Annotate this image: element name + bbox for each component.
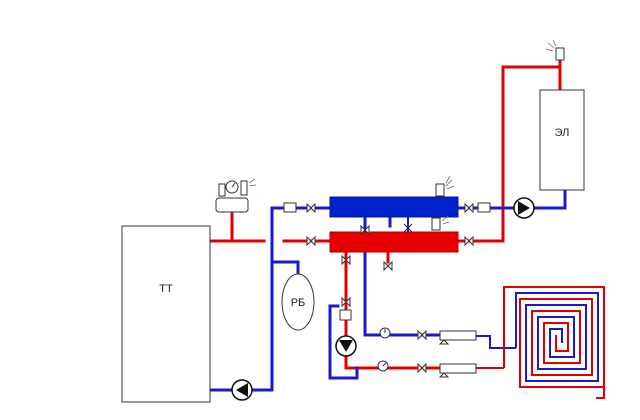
strainer-icon: [339, 309, 352, 321]
expansion-tank-label: РБ: [291, 297, 306, 309]
electric-boiler-body: [539, 89, 585, 191]
air-vent-icon: [240, 180, 248, 196]
air-vent-icon: [435, 183, 445, 197]
hot-collector-to-electric-boiler-pipe: [458, 56, 562, 243]
safety-valve-icon: [218, 183, 226, 197]
ball-valve-icon: [464, 202, 474, 214]
manifold-body: [439, 363, 477, 374]
floor-heating-coil: [503, 286, 605, 399]
safety-group-base: [215, 197, 249, 213]
pump-solid-fuel-return: [231, 379, 253, 401]
ball-valve-icon: [360, 224, 370, 236]
ball-valve-icon: [464, 235, 474, 247]
safety-group: [215, 178, 257, 213]
mixing-hot-leg-pipe: [344, 318, 442, 370]
pipe-network: [208, 56, 567, 392]
strainer-icon: [283, 202, 297, 213]
air-vent-spray: [445, 175, 455, 190]
hot-collector-body: [329, 231, 459, 253]
hot-collector: [329, 231, 459, 253]
air-vent-spray: [248, 178, 257, 187]
solid-fuel-boiler: ТТ: [121, 225, 211, 403]
expansion-tank-branch-pipe: [270, 260, 300, 274]
solid-fuel-boiler-body: [121, 225, 211, 403]
floor-heating-coil-tail: [596, 387, 605, 399]
floor-heating-supply-manifold: [438, 363, 504, 378]
ball-valve-icon: [306, 235, 316, 247]
expansion-tank-body: [281, 273, 315, 331]
cold-collector-to-electric-boiler-pipe: [458, 188, 567, 210]
bypass-valve: [403, 217, 413, 233]
strainer-icon: [477, 202, 491, 213]
solid-fuel-boiler-label: ТТ: [159, 283, 173, 295]
air-vent-spray: [545, 39, 557, 52]
electric-boiler-label: ЭЛ: [555, 127, 570, 139]
mixing-loop-pipe: [328, 304, 359, 380]
thermometer-hot-line: [377, 360, 389, 372]
ball-valve-icon: [341, 296, 351, 308]
cold-collector-body: [329, 196, 459, 218]
air-vent-cold-collector: [435, 175, 455, 197]
three-way-valve-icon: [438, 339, 450, 345]
pump-mixing-loop: [335, 335, 357, 357]
cold-drop-to-mixing-pipe: [363, 214, 442, 337]
air-vent-hot-collector: [431, 215, 450, 231]
pump-arrow: [339, 340, 353, 352]
thermometer-needle: [382, 362, 387, 367]
pump-arrow: [236, 383, 248, 397]
floor-heating-coil-return: [515, 292, 599, 382]
ball-valves: [306, 202, 474, 374]
ball-valve-icon: [417, 362, 427, 374]
air-vent-electric-boiler: [545, 39, 565, 61]
ball-valve-icon: [341, 254, 351, 266]
floor-heating-coil-icon: [503, 286, 605, 388]
cold-collector: [329, 196, 459, 218]
air-vent-icon: [431, 217, 441, 231]
electric-boiler: ЭЛ: [539, 89, 585, 191]
manifold-body: [439, 330, 477, 341]
three-way-valve-icon: [438, 372, 450, 378]
pump-electric-boiler: [513, 197, 535, 219]
ball-valve-icon: [306, 202, 316, 214]
air-vent-icon: [555, 47, 565, 61]
manifold-outlet-pipe: [476, 335, 516, 349]
pressure-gauge-needle: [231, 182, 236, 188]
strainers: [283, 202, 491, 321]
expansion-tank: РБ: [281, 273, 315, 331]
ball-valve-icon: [417, 329, 427, 341]
ball-valve-icon: [383, 260, 393, 272]
air-vent-spray: [441, 215, 450, 225]
pump-arrow: [518, 201, 530, 215]
thermometer-cold-line: [379, 327, 391, 339]
